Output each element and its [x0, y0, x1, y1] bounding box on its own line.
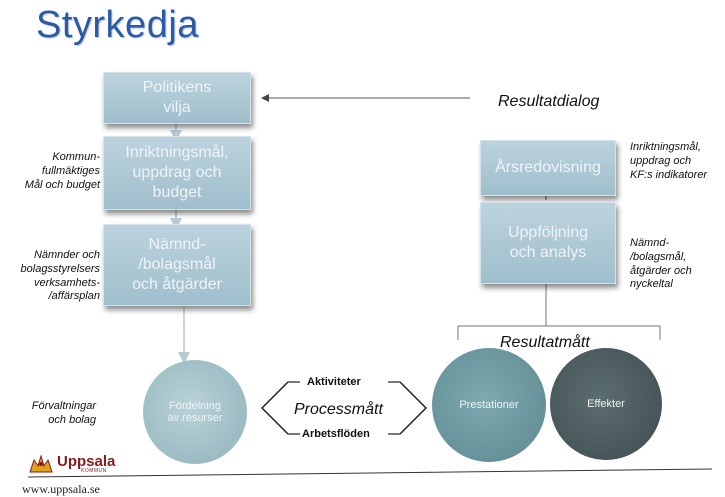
- circle-fordelning: Fördelning av resurser: [143, 360, 247, 464]
- page-title: Styrkedja: [36, 4, 199, 46]
- process-bracket-right: [399, 381, 428, 435]
- footer-divider: [27, 468, 713, 478]
- circle-effekter: Effekter: [550, 348, 662, 460]
- box-inriktningsmal: Inriktningsmål, uppdrag och budget: [103, 136, 251, 210]
- logo-sub: KOMMUN: [81, 468, 107, 474]
- note-forvaltningar: Förvaltningar och bolag: [31, 400, 96, 426]
- box-politikens-vilja: Politikens vilja: [103, 72, 251, 124]
- label-resultatmatt: Resultatmått: [500, 334, 590, 351]
- note-kommunfullmaktige: Kommun- fullmäktiges Mål och budget: [24, 151, 100, 191]
- note-namnder: Nämnder och bolagsstyrelsers verksamhets…: [20, 249, 100, 303]
- uppsala-crest-icon: [29, 454, 53, 473]
- box-uppfoljning: Uppföljning och analys: [480, 202, 616, 284]
- label-resultatdialog: Resultatdialog: [498, 93, 600, 110]
- label-aktiviteter: Aktiviteter: [307, 376, 361, 388]
- logo-name: Uppsala: [57, 453, 116, 470]
- note-namndmal-right: Nämnd- /bolagsmål, åtgärder och nyckelta…: [630, 237, 692, 291]
- process-bracket-left: [260, 381, 289, 435]
- box-namndmal: Nämnd- /bolagsmål och åtgärder: [103, 224, 251, 306]
- label-arbetsfloden: Arbetsflöden: [302, 428, 370, 440]
- circle-prestationer: Prestationer: [432, 348, 546, 462]
- uppsala-logo: Uppsala KOMMUN: [28, 454, 115, 474]
- label-processmatt: Processmått: [294, 401, 383, 418]
- box-arsredovisning: Årsredovisning: [480, 140, 616, 196]
- note-inriktningsmal-right: Inriktningsmål, uppdrag och KF:s indikat…: [630, 141, 708, 181]
- website-url: www.uppsala.se: [22, 482, 100, 496]
- resultatmatt-bracket: [457, 284, 661, 340]
